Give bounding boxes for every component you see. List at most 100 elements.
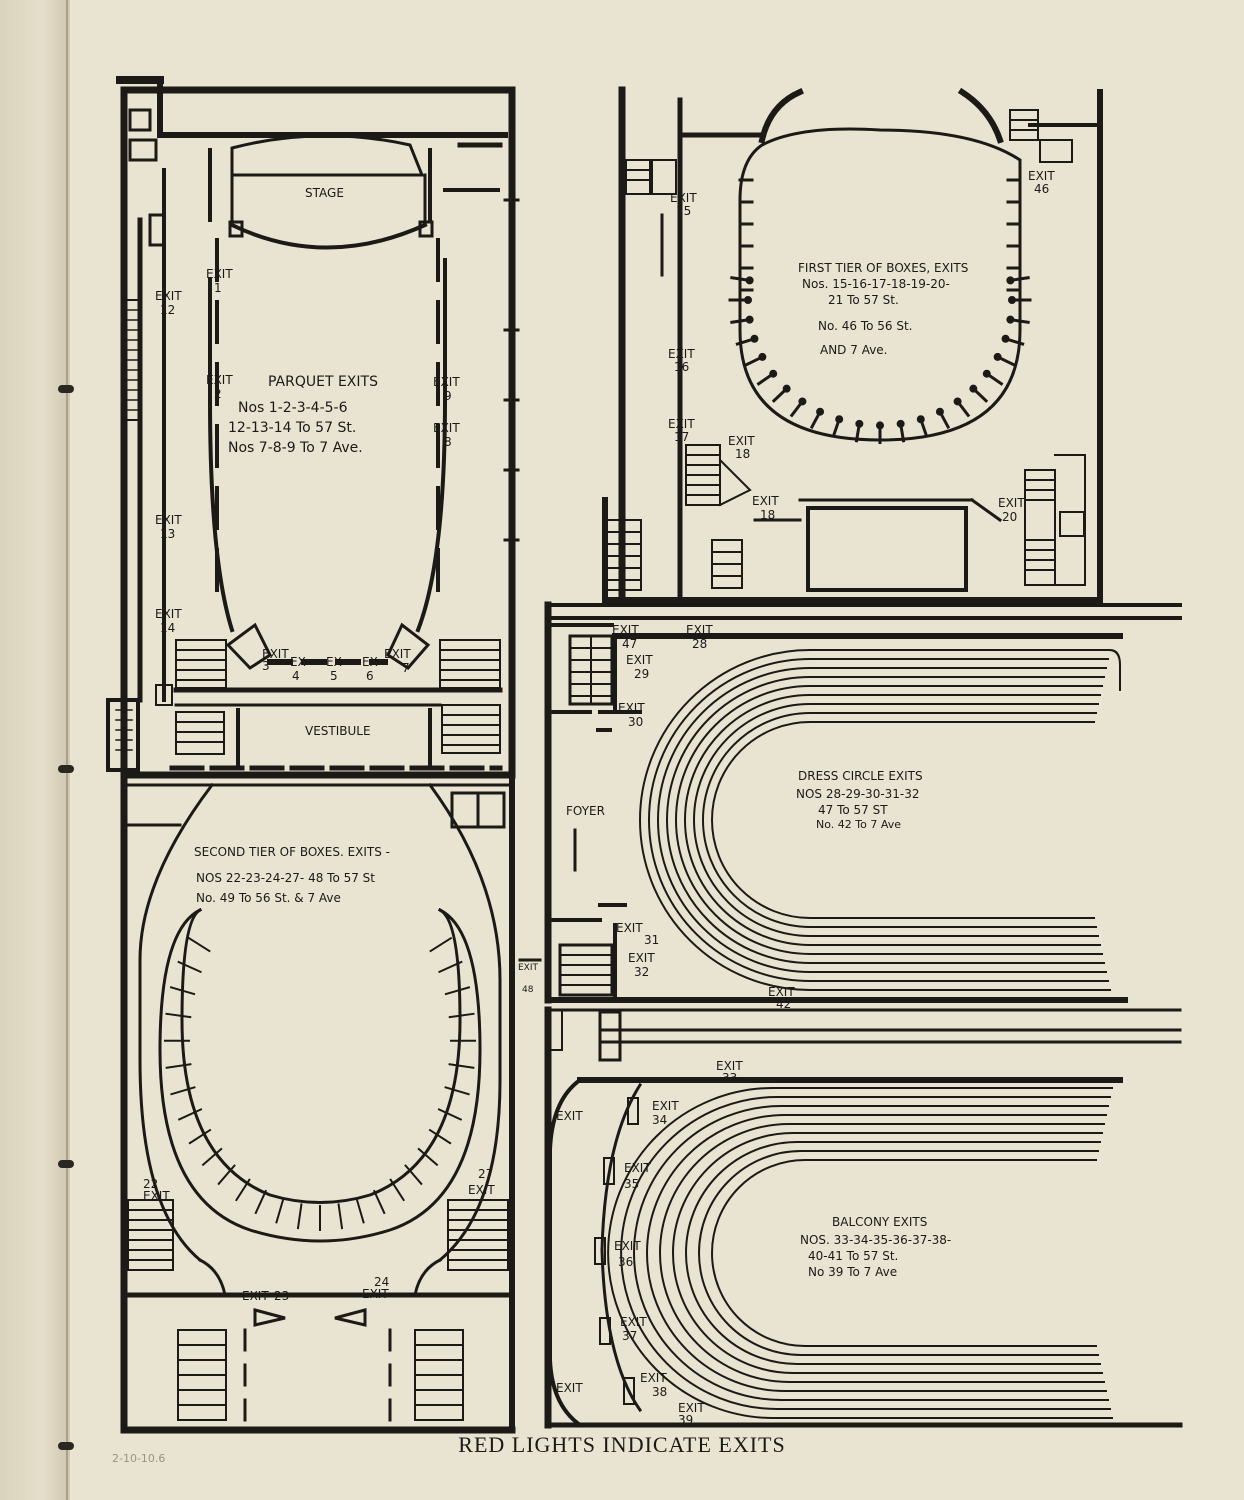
first-tier-line4: AND 7 Ave. — [820, 343, 888, 357]
box-partition — [448, 1063, 475, 1069]
side-box — [627, 1097, 639, 1125]
exit-number: 30 — [628, 715, 643, 729]
exit-label: EXIT — [614, 1239, 641, 1253]
binding-stitch — [58, 1160, 74, 1168]
seating-row — [607, 1087, 1113, 1419]
box-door — [896, 419, 905, 428]
parquet-line1: Nos 1-2-3-4-5-6 — [238, 400, 348, 416]
exit-label: EXIT — [468, 1183, 495, 1197]
second-tier-line1: NOS 22-23-24-27- 48 To 57 St — [196, 871, 375, 885]
balcony-line3: No 39 To 7 Ave — [808, 1265, 897, 1279]
seating-row — [698, 1150, 1099, 1356]
seating-row — [648, 658, 1109, 982]
box-partition — [165, 1063, 192, 1069]
box-door — [993, 352, 1002, 361]
first-tier-plan — [602, 86, 1103, 604]
exit-label: EXIT — [624, 1161, 651, 1175]
exit-number: 9 — [444, 389, 452, 403]
exit-number: 48 — [522, 985, 534, 995]
box-partition — [165, 1012, 192, 1019]
exit-number: 6 — [366, 669, 374, 683]
box-partition — [170, 1086, 196, 1096]
exit-number: 36 — [618, 1255, 633, 1269]
binding-stitch — [58, 765, 74, 773]
first-tier-line2: 21 To 57 St. — [828, 293, 899, 307]
exit-label: EXIT — [686, 623, 713, 637]
exit-number: 13 — [160, 527, 175, 541]
seating-row — [711, 1159, 1097, 1347]
exit-label: EXIT — [518, 963, 539, 973]
seating-row — [633, 1105, 1109, 1401]
exit-number: 32 — [634, 965, 649, 979]
exit-number: 15 — [676, 204, 691, 218]
exit-number: 3 — [262, 659, 270, 673]
binding-stitch — [58, 385, 74, 393]
seating-row — [672, 1132, 1103, 1374]
exit-label: EXIT — [668, 347, 695, 361]
caption: RED LIGHTS INDICATE EXITS — [458, 1432, 786, 1457]
balcony-line1: NOS. 33-34-35-36-37-38- — [800, 1233, 951, 1247]
box-door — [769, 369, 778, 378]
exit-number: 5 — [330, 669, 338, 683]
exit-number: 16 — [674, 360, 689, 374]
box-door — [935, 407, 944, 416]
exit-label: EXIT — [433, 375, 460, 389]
box-door — [782, 384, 791, 393]
box-door — [969, 384, 978, 393]
box-partition — [201, 1147, 223, 1167]
parquet-line2: 12-13-14 To 57 St. — [228, 420, 356, 436]
side-box — [623, 1377, 635, 1405]
seating-row — [693, 703, 1099, 937]
exit-label: EXIT — [652, 1099, 679, 1113]
exit-number: 37 — [622, 1329, 637, 1343]
seating-row — [657, 667, 1107, 973]
pencil-note: 2-10-10.6 — [112, 1452, 165, 1465]
binding-spine — [0, 0, 70, 1500]
box-door — [953, 397, 962, 406]
second-tier-line2: No. 49 To 56 St. & 7 Ave — [196, 891, 341, 905]
box-partition — [444, 1086, 470, 1096]
exit-number: 47 — [622, 637, 637, 651]
seating-row — [711, 721, 1095, 919]
exit-number: 39 — [678, 1413, 693, 1427]
exit-label: EX — [362, 655, 378, 669]
dress-circle-rows — [639, 648, 1121, 991]
box-door — [816, 407, 825, 416]
exit-label: EXIT — [242, 1289, 269, 1303]
exit-label: EXIT — [155, 289, 182, 303]
exit-number: 42 — [776, 997, 791, 1011]
box-partition — [275, 1198, 285, 1224]
foyer-label: FOYER — [566, 804, 605, 818]
seating-row — [666, 676, 1105, 964]
exit-label: EXIT — [628, 951, 655, 965]
box-partition — [177, 1108, 203, 1121]
exit-label: EXIT — [998, 496, 1025, 510]
exit-label: EXIT — [668, 417, 695, 431]
first-tier-title: FIRST TIER OF BOXES, EXITS — [798, 261, 968, 275]
exit-label: EXIT — [752, 494, 779, 508]
box-door — [1008, 296, 1016, 304]
exit-label: EXIT — [155, 513, 182, 527]
box-partition — [169, 986, 196, 996]
seating-row — [646, 1114, 1107, 1392]
box-door — [1006, 315, 1015, 324]
exit-number: 2 — [214, 387, 222, 401]
box-door — [855, 419, 864, 428]
dress-circle-title: DRESS CIRCLE EXITS — [798, 769, 923, 783]
box-door — [744, 296, 752, 304]
exit-label: EXIT — [206, 267, 233, 281]
exit-label: EXIT — [1028, 169, 1055, 183]
exit-number: 35 — [624, 1177, 639, 1191]
seating-row — [639, 649, 1111, 991]
seating-row — [684, 694, 1101, 946]
second-tier-title: SECOND TIER OF BOXES. EXITS - — [194, 845, 390, 859]
exit-label: EXIT — [362, 1287, 389, 1301]
parquet-line3: Nos 7-8-9 To 7 Ave. — [228, 440, 363, 456]
stage-label: STAGE — [305, 186, 344, 200]
exit-label: EXIT — [206, 373, 233, 387]
balcony-rows — [607, 1087, 1113, 1419]
exit-label: EX — [290, 655, 306, 669]
box-partition — [254, 1189, 268, 1215]
exit-label: EXIT — [670, 191, 697, 205]
